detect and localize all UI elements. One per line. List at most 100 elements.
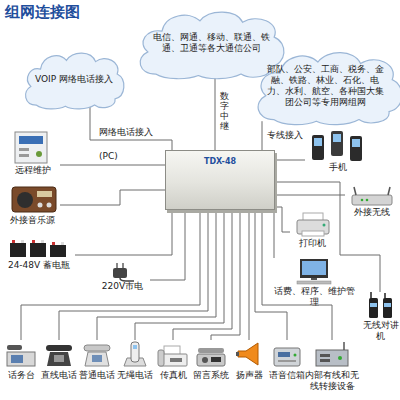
battery-icon [61, 242, 64, 245]
computer-icon [297, 281, 331, 284]
device-node: 直线电话 [40, 340, 78, 381]
node-label: 部队、公安、工商、税务、金融、铁路、林业、石化、电力、水利、航空、各种国大集团公… [266, 64, 384, 108]
answering-machine-icon [198, 348, 224, 353]
connector-line [97, 210, 216, 340]
walkie-talkie-icon [370, 292, 372, 298]
battery-icon [50, 245, 66, 257]
device-node: 语音信箱 [268, 340, 306, 381]
loudspeaker-icon [236, 352, 239, 356]
node-label: 打印机 [290, 238, 335, 249]
node-label: 内部有线和无线转接设备 [304, 370, 360, 392]
battery-icon [52, 242, 55, 245]
connector-line [173, 210, 232, 340]
walkie-talkie-icon [370, 303, 377, 307]
node-label: 普通电话 [78, 370, 116, 381]
answering-machine-icon [197, 354, 225, 366]
fax-machine-icon [158, 346, 187, 366]
radio-icon [38, 203, 43, 208]
connector-line [274, 210, 275, 258]
mobile-phone-icon [350, 136, 362, 161]
power-plug-icon [120, 278, 134, 281]
device-node: 打印机 [290, 212, 335, 249]
node-label: 外接无线 [345, 207, 398, 218]
transfer-equipment-icon [320, 354, 330, 357]
battery-icon [10, 240, 66, 257]
radio-icon [17, 192, 33, 208]
power-plug-icon [113, 263, 134, 281]
operator-console-icon [7, 345, 35, 366]
device-node: 普通电话 [78, 340, 116, 381]
battery-icon [12, 240, 15, 243]
device-node: 24-48V 蓄电瓶 [3, 238, 75, 271]
pc-tower-icon [19, 148, 29, 151]
voice-mailbox-icon [274, 348, 300, 366]
device-node: 远程维护 [5, 130, 60, 176]
node-label: 扬声器 [230, 370, 268, 381]
device-node: 传真机 [154, 340, 192, 381]
pc-tower-icon [15, 132, 47, 163]
device-node: 扬声器 [230, 340, 268, 381]
node-label: 传真机 [154, 370, 192, 381]
connector-line [59, 210, 208, 340]
mobile-phone-icon [352, 139, 360, 147]
mobile-phone-icon [314, 138, 322, 146]
battery-icon [21, 240, 24, 243]
connector-line [255, 210, 287, 340]
device-node: 外接无线 [345, 188, 398, 218]
walkie-talkie-icon [369, 298, 378, 318]
node-label: 语音信箱 [268, 370, 306, 381]
exchange-box: TDX-48 [165, 150, 275, 210]
answering-machine-icon [197, 348, 225, 366]
computer-icon [300, 259, 328, 278]
cloud-outline [26, 53, 124, 109]
transfer-equipment-icon [316, 342, 348, 366]
edge-label: 专线接入 [266, 130, 304, 141]
pc-tower-icon [15, 132, 47, 163]
radio-icon [47, 203, 52, 208]
network-cloud: 电信、网通、移动、联通、铁通、卫通等各大通信公司 [132, 6, 290, 80]
transfer-equipment-icon [316, 350, 348, 366]
node-label: 电信、网通、移动、联通、铁通、卫通等各大通信公司 [152, 32, 270, 54]
mobile-phone-icon [331, 131, 343, 156]
pc-tower-icon [36, 151, 42, 157]
edge-label: (PC) [98, 151, 119, 162]
direct-phone-icon [46, 345, 72, 351]
operator-console-icon [7, 345, 22, 350]
wireless-router-icon [366, 199, 369, 202]
ordinary-phone-icon [84, 345, 110, 366]
connector-line [275, 160, 305, 161]
battery-icon [30, 243, 46, 257]
connector-line [249, 210, 250, 340]
network-cloud: 部队、公安、工商、税务、金融、铁路、林业、石化、电力、水利、航空、各种国大集团公… [250, 46, 400, 126]
walkie-talkie-icon [369, 292, 392, 318]
mobile-phone-icon [333, 134, 341, 142]
node-label: 话费、程序、维护管理 [272, 286, 356, 308]
computer-icon [302, 261, 326, 275]
battery-icon [41, 240, 44, 243]
connector-line [215, 76, 216, 150]
connector-line [60, 165, 165, 166]
node-label: VOIP 网络电话接入 [35, 74, 113, 85]
connector-line [150, 210, 185, 280]
power-plug-icon [122, 263, 124, 268]
loudspeaker-icon [236, 343, 258, 365]
node-label: 远程维护 [5, 165, 60, 176]
cordless-phone-icon [124, 342, 146, 366]
computer-icon [311, 278, 317, 280]
radio-icon [37, 191, 52, 197]
voice-mailbox-icon [278, 352, 290, 357]
voice-mailbox-icon [278, 360, 296, 362]
node-label: 24-48V 蓄电瓶 [3, 260, 75, 271]
direct-phone-icon [46, 345, 72, 366]
computer-icon [297, 259, 331, 284]
answering-machine-icon [202, 357, 208, 363]
direct-phone-icon [47, 352, 71, 366]
voice-mailbox-icon [294, 354, 297, 357]
device-node: 无线对讲机 [362, 292, 399, 342]
power-plug-icon [113, 268, 127, 278]
power-plug-icon [116, 263, 118, 268]
node-label: 220V市电 [95, 281, 150, 292]
radio-icon [12, 187, 56, 212]
transfer-equipment-icon [320, 359, 330, 362]
ordinary-phone-icon [84, 345, 110, 351]
